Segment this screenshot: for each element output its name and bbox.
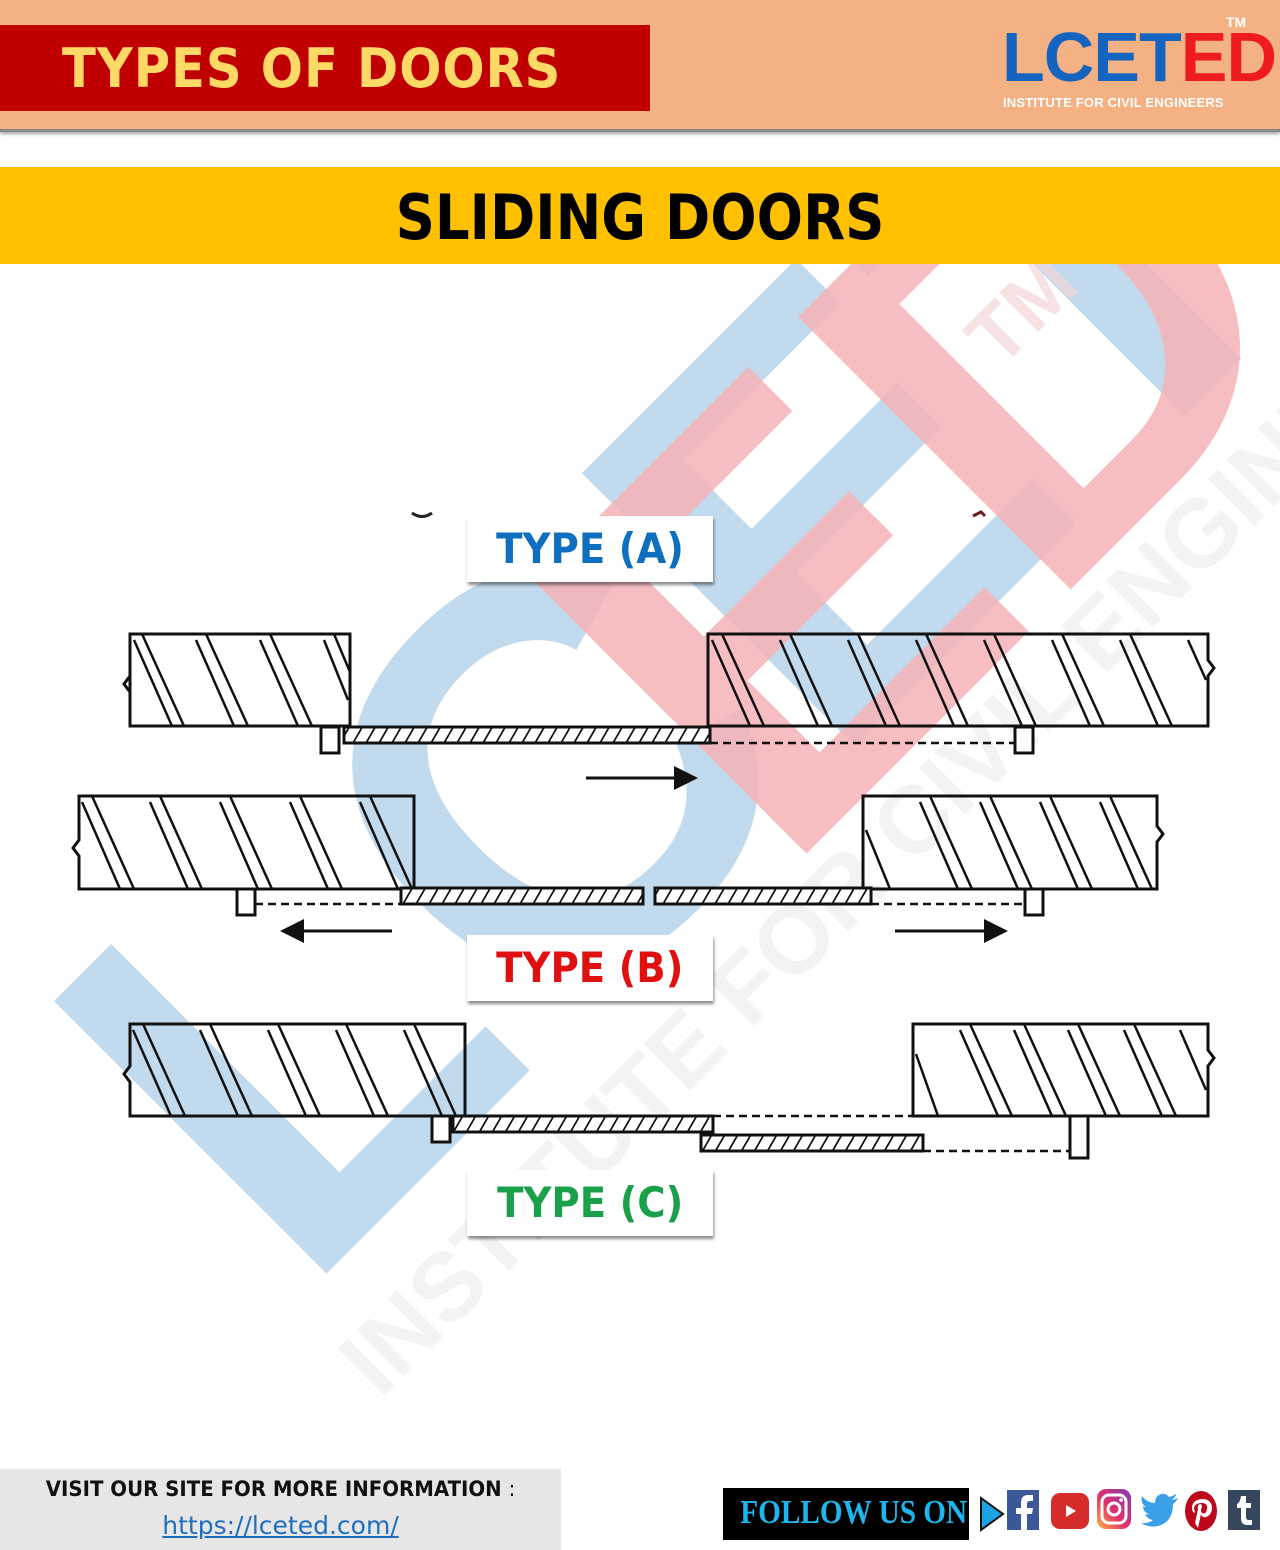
- tumblr-icon[interactable]: [1228, 1490, 1260, 1534]
- play-arrow-icon: [978, 1494, 1006, 1538]
- type-a-left-wall: [122, 632, 352, 728]
- type-b-left-wall: [71, 794, 416, 891]
- type-b-right-wall: [861, 794, 1165, 891]
- type-c-drawing: [122, 1022, 1216, 1160]
- twitter-icon[interactable]: [1140, 1490, 1180, 1534]
- facebook-icon[interactable]: [1007, 1490, 1039, 1534]
- footer-visit-box: VISIT OUR SITE FOR MORE INFORMATION : ht…: [0, 1469, 561, 1550]
- diagram-drawing: LCET ED TM INSTITUTE FOR CIVIL ENGINEERS: [0, 264, 1280, 1415]
- youtube-icon[interactable]: [1050, 1492, 1090, 1536]
- logo-part-red: ED: [1180, 18, 1277, 96]
- follow-us-banner: FOLLOW US ON: [723, 1488, 969, 1540]
- header-banner: TYPES OF DOORS LCETED TM INSTITUTE FOR C…: [0, 0, 1280, 132]
- type-b-label: TYPE (B): [467, 935, 713, 1001]
- type-c-left-wall: [122, 1022, 467, 1118]
- type-c-label: TYPE (C): [467, 1170, 713, 1236]
- website-link[interactable]: https://lceted.com/: [162, 1511, 399, 1540]
- watermark: LCET ED TM INSTITUTE FOR CIVIL ENGINEERS: [0, 264, 1280, 1415]
- logo-wordmark: LCETED: [1002, 22, 1277, 92]
- type-a-label: TYPE (A): [467, 516, 713, 582]
- visit-site-text: VISIT OUR SITE FOR MORE INFORMATION :: [45, 1477, 516, 1501]
- type-a-drawing: [122, 632, 1216, 790]
- instagram-icon[interactable]: [1095, 1487, 1133, 1531]
- type-b-drawing: [71, 794, 1165, 943]
- type-b-left-leaf: [399, 886, 645, 906]
- type-c-front-leaf: [451, 1114, 715, 1134]
- type-a-right-wall: [706, 632, 1216, 728]
- section-title: SLIDING DOORS: [395, 181, 885, 254]
- follow-us-text: FOLLOW US ON: [740, 1494, 968, 1531]
- sliding-doors-diagram: LCET ED TM INSTITUTE FOR CIVIL ENGINEERS: [0, 264, 1280, 1444]
- type-c-right-wall: [911, 1022, 1216, 1118]
- type-a-door-leaf: [342, 725, 712, 745]
- logo-subtitle: INSTITUTE FOR CIVIL ENGINEERS: [1003, 95, 1224, 110]
- page-title: TYPES OF DOORS: [62, 37, 562, 100]
- logo-trademark: TM: [1226, 14, 1247, 30]
- section-title-bar: SLIDING DOORS: [0, 167, 1280, 264]
- header-title-box: TYPES OF DOORS: [0, 25, 650, 111]
- logo-part-blue: LCET: [1002, 18, 1182, 96]
- lceted-logo[interactable]: LCETED TM INSTITUTE FOR CIVIL ENGINEERS: [1000, 14, 1277, 115]
- type-c-back-leaf: [699, 1133, 925, 1153]
- pinterest-icon[interactable]: [1184, 1490, 1218, 1534]
- type-b-right-leaf: [653, 886, 873, 906]
